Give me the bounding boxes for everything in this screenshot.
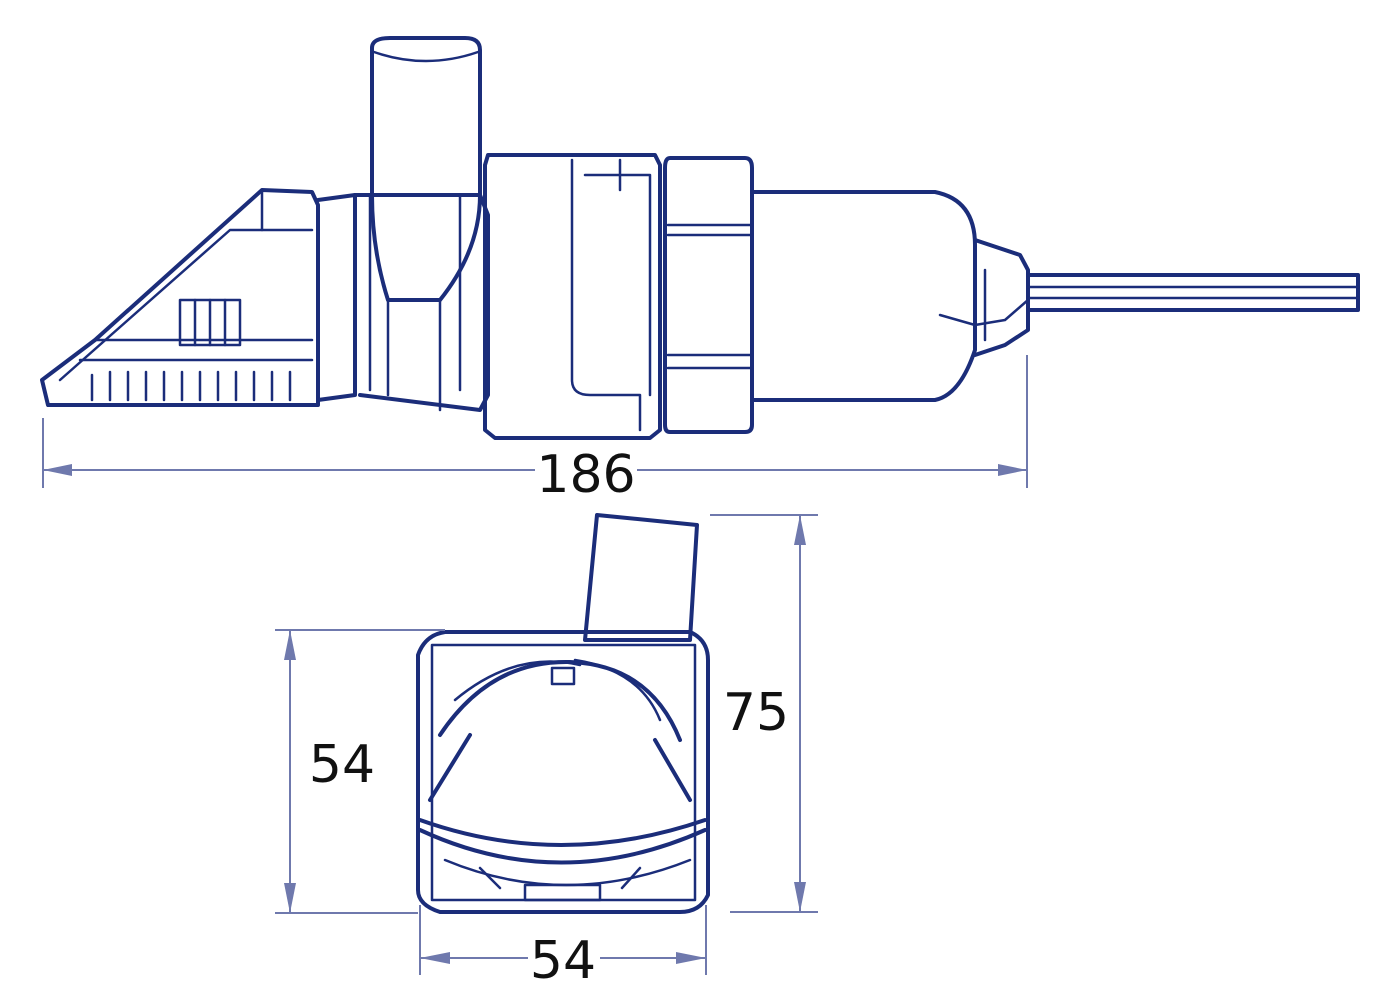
side-height-dimension [275, 629, 445, 914]
length-dimension-label: 186 [536, 445, 635, 505]
motor-sleeve [663, 156, 754, 434]
side-height-dimension-label: 54 [309, 735, 375, 795]
height-dimension [710, 514, 818, 913]
motor-body [750, 190, 977, 402]
front-outlet-pipe [583, 513, 699, 642]
front-dome [428, 658, 692, 802]
front-body [416, 630, 710, 914]
strainer-base [40, 188, 320, 407]
outlet-pipe [370, 36, 482, 412]
width-dimension [419, 905, 707, 975]
front-view: 75 54 54 [275, 513, 818, 991]
cable-gland [938, 238, 1030, 357]
width-dimension-label: 54 [530, 931, 596, 991]
side-view: 186 [40, 36, 1360, 505]
height-dimension-label: 75 [723, 683, 789, 743]
front-lower-band [418, 818, 707, 902]
power-cable [1026, 273, 1360, 312]
pump-housing [316, 193, 490, 412]
length-dimension [42, 355, 1028, 488]
clip-block [483, 153, 662, 440]
